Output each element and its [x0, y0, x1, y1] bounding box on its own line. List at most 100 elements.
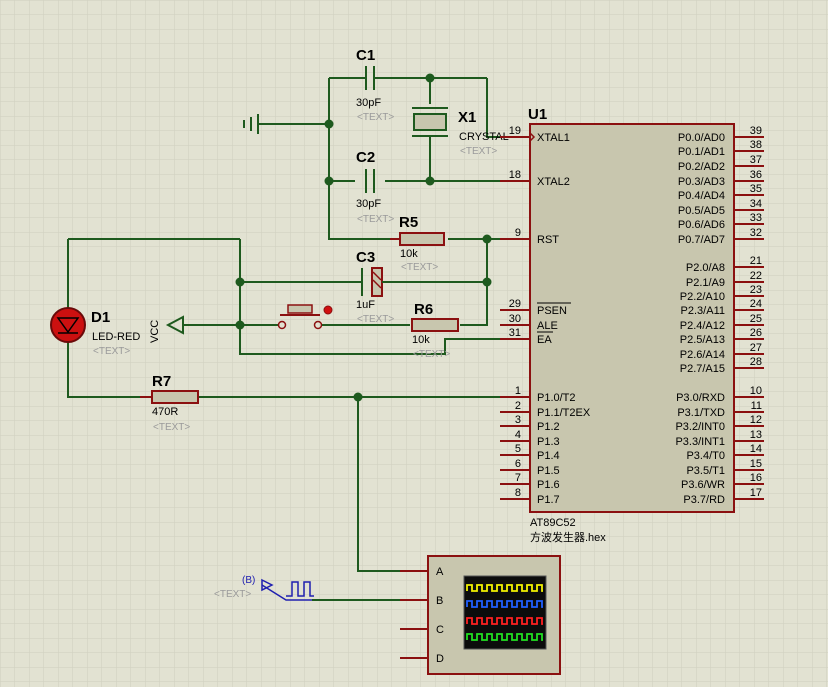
u1-pin-name: P2.0/A8 [686, 262, 725, 274]
u1-pin-number: 21 [750, 255, 762, 267]
resistor-r5[interactable]: R5 10k <TEXT> [390, 214, 445, 273]
u1-pin-number: 6 [515, 458, 521, 470]
u1-pin-name: P0.6/AD6 [678, 219, 725, 231]
scope-channel-label: B [436, 595, 443, 607]
probe-label: (B) [242, 575, 255, 586]
u1-pin-number: 35 [750, 183, 762, 195]
r5-ref: R5 [399, 214, 418, 231]
u1-pin-name: P3.7/RD [683, 494, 725, 506]
u1-pin-name: P3.0/RXD [676, 392, 725, 404]
u1-pin-name: P3.3/INT1 [675, 436, 725, 448]
u1-pin-number: 30 [509, 313, 521, 325]
scope-channel-label: A [436, 566, 444, 578]
u1-pin-number: 23 [750, 284, 762, 296]
u1-pin-number: 2 [515, 400, 521, 412]
oscilloscope[interactable]: A B C D [400, 555, 561, 675]
u1-pin-number: 34 [750, 198, 762, 210]
u1-pin-number: 12 [750, 414, 762, 426]
reset-push-button[interactable] [268, 304, 333, 330]
u1-pin-name: P2.5/A13 [680, 334, 725, 346]
capacitor-c2[interactable]: C2 30pF <TEXT> [356, 149, 394, 225]
u1-pin-number: 13 [750, 429, 762, 441]
u1-pin-name: P3.1/TXD [677, 407, 725, 419]
scope-trace [466, 617, 543, 625]
probe-text: <TEXT> [214, 589, 251, 600]
u1-pin-name: P1.1/T2EX [537, 407, 591, 419]
u1-pin-name: P0.7/AD7 [678, 234, 725, 246]
vcc-terminal[interactable]: VCC [149, 315, 184, 343]
crystal-x1[interactable]: X1 CRYSTAL <TEXT> [412, 107, 509, 157]
d1-ref: D1 [91, 309, 110, 326]
scope-trace [466, 633, 543, 641]
u1-pin-name: P1.3 [537, 436, 560, 448]
u1-pin-number: 3 [515, 414, 521, 426]
u1-pin-number: 37 [750, 154, 762, 166]
u1-pin-number: 27 [750, 342, 762, 354]
u1-pin-name: P2.2/A10 [680, 291, 725, 303]
u1-pin-name: P0.0/AD0 [678, 132, 725, 144]
u1-pin-name: P3.5/T1 [686, 465, 725, 477]
c3-text: <TEXT> [357, 314, 394, 325]
scope-channel-label: D [436, 653, 444, 665]
u1-pin-number: 29 [509, 298, 521, 310]
u1-pin-name: P2.3/A11 [681, 305, 725, 317]
u1-pin-number: 39 [750, 125, 762, 137]
probe-b[interactable]: (B) <TEXT> [214, 575, 314, 601]
u1-pin-name: XTAL1 [537, 132, 570, 144]
r5-value: 10k [400, 248, 418, 260]
u1-pin-number: 38 [750, 139, 762, 151]
u1-pin-name: P3.4/T0 [686, 450, 725, 462]
u1-pin-number: 9 [515, 227, 521, 239]
c1-ref: C1 [356, 47, 375, 64]
u1-pin-number: 14 [750, 443, 762, 455]
u1-pin-name: RST [537, 234, 559, 246]
u1-pin-number: 5 [515, 443, 521, 455]
u1-pin-name: XTAL2 [537, 176, 570, 188]
c1-text: <TEXT> [357, 112, 394, 123]
scope-channel-pins: A B C D [400, 566, 444, 665]
r7-ref: R7 [152, 373, 171, 390]
r6-ref: R6 [414, 301, 433, 318]
u1-pin-number: 31 [509, 327, 521, 339]
u1-pin-name: P1.5 [537, 465, 560, 477]
scope-trace [466, 600, 543, 608]
u1-pin-number: 25 [750, 313, 762, 325]
u1-pin-name: P1.0/T2 [537, 392, 576, 404]
u1-pin-name: P0.1/AD1 [678, 146, 725, 158]
scope-trace [466, 584, 543, 592]
capacitor-c1[interactable]: C1 30pF <TEXT> [355, 47, 394, 123]
junction-dots [235, 73, 492, 402]
u1-pin-name: EA [537, 334, 552, 346]
u1-pin-name: P0.3/AD3 [678, 176, 725, 188]
u1-pin-number: 15 [750, 458, 762, 470]
u1-pin-name: P3.2/INT0 [675, 421, 725, 433]
x1-ref: X1 [458, 109, 476, 126]
u1-pin-number: 16 [750, 472, 762, 484]
c1-value: 30pF [356, 97, 381, 109]
u1-pin-name: P1.2 [537, 421, 560, 433]
scope-channel-label: C [436, 624, 444, 636]
r7-text: <TEXT> [153, 422, 190, 433]
u1-right-pins: 39P0.0/AD038P0.1/AD137P0.2/AD236P0.3/AD3… [675, 125, 764, 506]
u1-pin-name: P0.4/AD4 [678, 190, 725, 202]
mcu-u1[interactable]: U1 AT89C52 方波发生器.hex 19XTAL118XTAL29RST2… [500, 106, 764, 544]
ground-symbol[interactable] [243, 114, 259, 134]
u1-pin-name: P2.7/A15 [680, 363, 725, 375]
r6-value: 10k [412, 334, 430, 346]
resistor-r6[interactable]: R6 10k <TEXT> [411, 301, 459, 360]
u1-pin-name: P1.7 [537, 494, 560, 506]
clock-marker [529, 132, 536, 142]
u1-pin-number: 24 [750, 298, 762, 310]
c3-ref: C3 [356, 249, 375, 266]
u1-pin-number: 28 [750, 356, 762, 368]
u1-program: 方波发生器.hex [530, 530, 606, 544]
u1-pin-number: 19 [509, 125, 521, 137]
capacitor-c3[interactable]: C3 1uF <TEXT> [350, 249, 394, 325]
scope-traces [466, 584, 543, 641]
d1-value: LED-RED [92, 331, 140, 343]
resistor-r7[interactable]: R7 470R <TEXT> [140, 373, 199, 433]
led-d1[interactable]: D1 LED-RED <TEXT> [50, 307, 140, 357]
u1-pin-name: P3.6/WR [681, 479, 725, 491]
u1-pin-number: 22 [750, 270, 762, 282]
